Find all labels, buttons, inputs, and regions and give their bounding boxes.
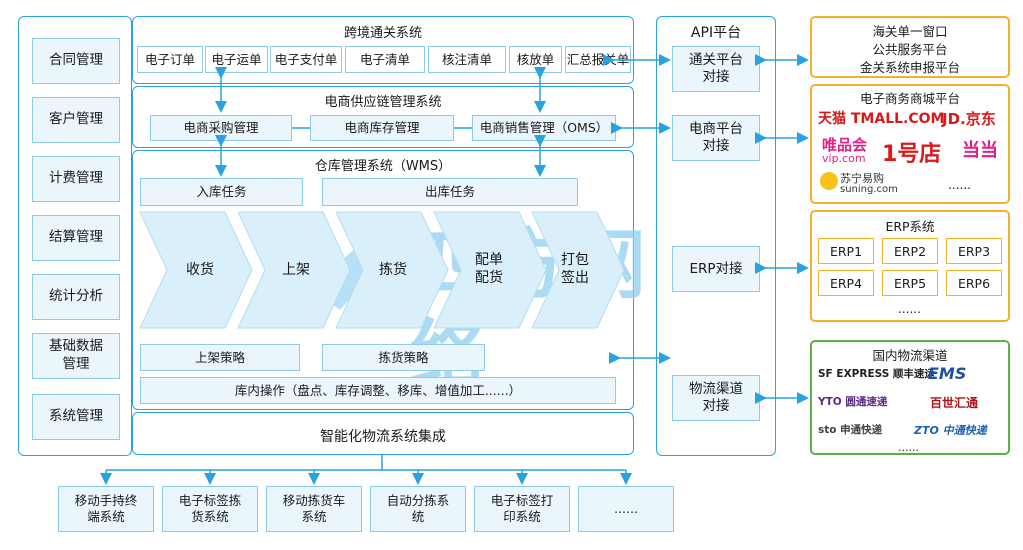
flow-step-receive[interactable]: 收货 bbox=[186, 262, 214, 278]
logistics-more: ...... bbox=[898, 441, 919, 454]
erp-item[interactable]: ERP3 bbox=[946, 238, 1002, 264]
device-etag-picking[interactable]: 电子标签拣 货系统 bbox=[162, 486, 258, 532]
customs-item[interactable]: 电子支付单 bbox=[270, 46, 342, 73]
customs-item[interactable]: 电子订单 bbox=[137, 46, 203, 73]
device-etag-print[interactable]: 电子标签打 印系统 bbox=[474, 486, 570, 532]
erp-item[interactable]: ERP2 bbox=[882, 238, 938, 264]
customs-item[interactable]: 电子清单 bbox=[345, 46, 425, 73]
customs-item[interactable]: 电子运单 bbox=[205, 46, 268, 73]
sto-logo: sto 申通快递 bbox=[818, 424, 883, 436]
jd-logo: JD.京东 bbox=[942, 110, 996, 128]
gov-line-3: 金关系统申报平台 bbox=[859, 60, 960, 75]
integration-panel bbox=[132, 412, 634, 455]
zto-logo: ZTO 中通快递 bbox=[914, 424, 987, 437]
wms-title: 仓库管理系统（WMS） bbox=[314, 159, 452, 174]
customs-item[interactable]: 核放单 bbox=[509, 46, 562, 73]
api-platform-title: API平台 bbox=[690, 25, 742, 41]
menu-settlement[interactable]: 结算管理 bbox=[32, 215, 120, 261]
yto-logo: YTO 圆通速递 bbox=[818, 396, 888, 408]
device-auto-sorting[interactable]: 自动分拣系 统 bbox=[370, 486, 466, 532]
dangdang-logo: 当当 bbox=[962, 140, 998, 161]
sf-express-logo: SF EXPRESS 顺丰速运 bbox=[818, 368, 935, 380]
erp-title: ERP系统 bbox=[885, 219, 935, 234]
erp-panel bbox=[810, 210, 1010, 322]
mall-platforms-panel bbox=[810, 84, 1010, 204]
menu-contract[interactable]: 合同管理 bbox=[32, 38, 120, 84]
api-ecommerce-connector[interactable]: 电商平台 对接 bbox=[672, 115, 760, 161]
flow-step-putaway[interactable]: 上架 bbox=[282, 262, 310, 278]
menu-customer[interactable]: 客户管理 bbox=[32, 97, 120, 143]
outbound-task[interactable]: 出库任务 bbox=[322, 178, 578, 206]
picking-strategy[interactable]: 拣货策略 bbox=[322, 344, 485, 371]
erp-item[interactable]: ERP1 bbox=[818, 238, 874, 264]
api-erp-connector[interactable]: ERP对接 bbox=[672, 246, 760, 292]
flow-step-pack[interactable]: 打包 签出 bbox=[561, 252, 589, 287]
ems-logo: EMS bbox=[928, 364, 967, 383]
erp-more: ...... bbox=[898, 302, 921, 316]
flow-step-pick[interactable]: 拣货 bbox=[379, 262, 407, 278]
suning-domain: suning.com bbox=[840, 184, 898, 195]
vip-domain: vip.com bbox=[822, 152, 866, 165]
supply-chain-title: 电商供应链管理系统 bbox=[324, 95, 442, 110]
suning-icon bbox=[820, 172, 838, 190]
logistics-title: 国内物流渠道 bbox=[872, 348, 948, 363]
supply-inventory[interactable]: 电商库存管理 bbox=[310, 115, 454, 141]
gov-platforms-panel bbox=[810, 16, 1010, 78]
supply-sales-oms[interactable]: 电商销售管理（OMS） bbox=[472, 115, 616, 141]
api-customs-connector[interactable]: 通关平台 对接 bbox=[672, 46, 760, 92]
erp-item[interactable]: ERP6 bbox=[946, 270, 1002, 296]
device-mobile-cart[interactable]: 移动拣货车 系统 bbox=[266, 486, 362, 532]
menu-basic-data[interactable]: 基础数据 管理 bbox=[32, 333, 120, 379]
device-more[interactable]: ...... bbox=[578, 486, 674, 532]
best-express-logo: 百世汇通 bbox=[930, 396, 979, 410]
menu-billing[interactable]: 计费管理 bbox=[32, 156, 120, 202]
yhd-logo: 1号店 bbox=[882, 142, 942, 167]
tmall-logo: 天猫 TMALL.COM bbox=[818, 111, 945, 127]
menu-statistics[interactable]: 统计分析 bbox=[32, 274, 120, 320]
gov-line-2: 公共服务平台 bbox=[872, 42, 948, 57]
erp-item[interactable]: ERP4 bbox=[818, 270, 874, 296]
device-mobile-terminal[interactable]: 移动手持终 端系统 bbox=[58, 486, 154, 532]
gov-line-1: 海关单一窗口 bbox=[872, 24, 948, 39]
menu-system[interactable]: 系统管理 bbox=[32, 394, 120, 440]
customs-system-title: 跨境通关系统 bbox=[343, 26, 422, 41]
inventory-operations[interactable]: 库内操作（盘点、库存调整、移库、增值加工......） bbox=[140, 377, 616, 404]
logistics-panel bbox=[810, 340, 1010, 455]
api-logistics-connector[interactable]: 物流渠道 对接 bbox=[672, 375, 760, 421]
vip-logo: 唯品会 bbox=[822, 136, 868, 154]
erp-item[interactable]: ERP5 bbox=[882, 270, 938, 296]
supply-procurement[interactable]: 电商采购管理 bbox=[150, 115, 292, 141]
integration-title: 智能化物流系统集成 bbox=[320, 429, 446, 445]
putaway-strategy[interactable]: 上架策略 bbox=[140, 344, 300, 371]
customs-item[interactable]: 核注清单 bbox=[428, 46, 506, 73]
mall-title: 电子商务商城平台 bbox=[859, 91, 960, 106]
suning-logo: 苏宁易购 bbox=[840, 172, 884, 185]
inbound-task[interactable]: 入库任务 bbox=[140, 178, 303, 206]
customs-item[interactable]: 汇总报关单 bbox=[565, 46, 631, 73]
flow-step-match[interactable]: 配单 配货 bbox=[475, 252, 503, 287]
mall-more: ...... bbox=[948, 178, 971, 192]
